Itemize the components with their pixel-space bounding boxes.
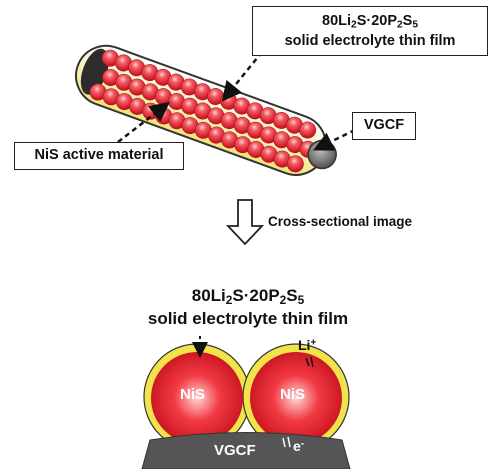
formula-part: 80Li [191,286,226,305]
li-ion-label: Li+ [298,337,316,353]
bottom-formula: 80Li2S·20P2S5 [118,284,378,307]
formula-part: 80Li [322,13,352,29]
vgcf-substrate [141,432,351,469]
top-label-line2: solid electrolyte thin film [284,33,456,49]
ion-charge: + [310,337,317,349]
electron-charge: - [300,438,305,450]
formula-part: 20P [371,13,398,29]
formula-sub: 2 [397,19,403,31]
formula-sub: 5 [297,292,305,307]
formula-sub: 2 [225,292,233,307]
left-nis-text: NiS [180,386,206,403]
leader-nis-label [117,101,170,143]
cross-sectional-image-label: Cross-sectional image [268,214,413,229]
top-formula: 80Li2S·20P2S5 [253,11,487,31]
formula-sub: 2 [351,19,357,31]
left-particle [151,352,243,444]
formula-part: S [356,13,367,29]
nis-particles [89,49,317,173]
nis-particle [286,155,304,173]
bottom-electrolyte-label: 80Li2S·20P2S5 solid electrolyte thin fil… [118,284,378,330]
fiber-left-end [80,48,109,95]
vgcf-substrate-text: VGCF [214,442,256,459]
vgcf-label: VGCF [352,112,416,140]
leader-vgcf-label [313,128,356,151]
formula-sub: 5 [412,19,418,31]
electron-arrows [282,436,291,448]
leader-top-label [221,51,263,102]
li-ion-arrows [305,356,314,368]
formula-part: S [402,13,413,29]
formula-sub: 2 [279,292,287,307]
top-electrolyte-label: 80Li2S·20P2S5 solid electrolyte thin fil… [252,6,488,56]
formula-part: S [286,286,298,305]
nis-active-material-label: NiS active material [14,142,184,170]
ion-base: Li [298,337,311,353]
cross-section-arrow [225,199,265,246]
formula-part: 20P [249,286,280,305]
formula-dot: · [366,13,372,29]
electron-base: e [293,438,301,454]
right-nis-text: NiS [280,386,306,403]
right-particle [250,352,342,444]
formula-dot: · [243,286,250,305]
formula-part: S [232,286,244,305]
bottom-label-line2: solid electrolyte thin film [147,309,349,328]
electron-label: e- [293,438,304,454]
cross-section-illustration [141,336,351,469]
